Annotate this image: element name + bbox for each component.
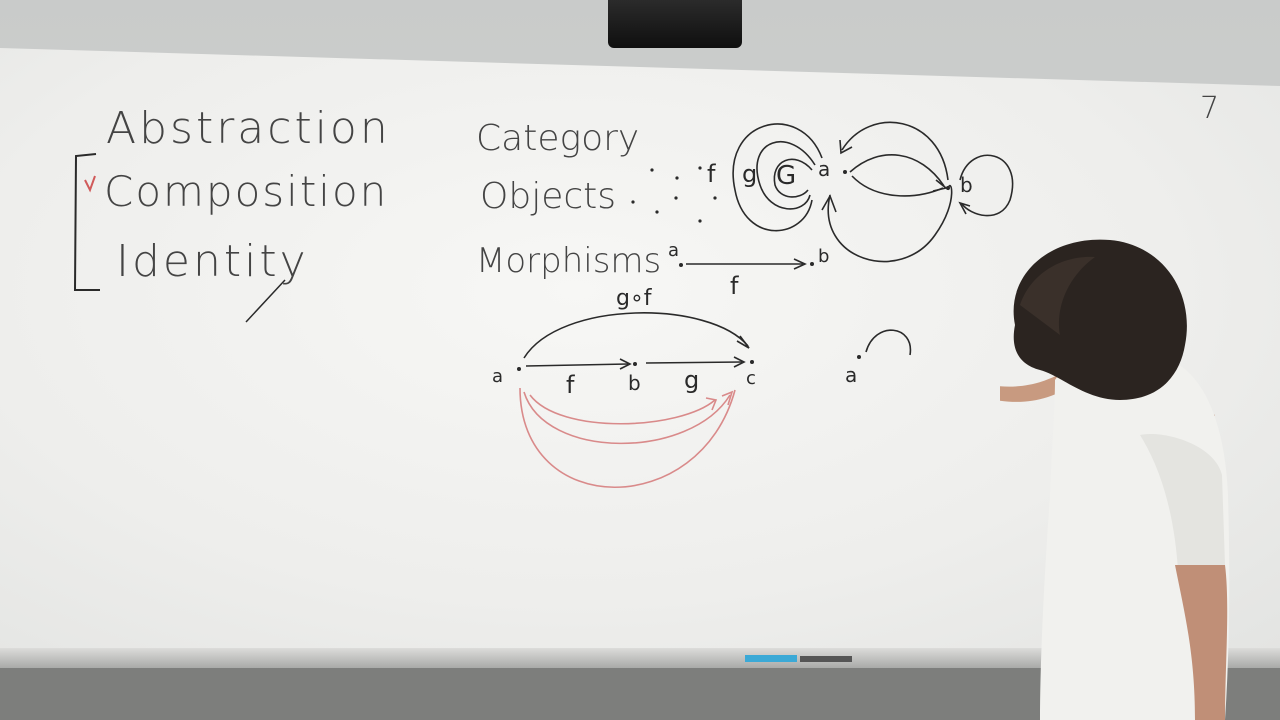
marker [800,656,852,662]
composition-label-f: f [566,371,575,399]
corner-mark: 7 [1200,91,1219,126]
category-label-b: b [960,173,973,197]
item-objects: Objects [480,176,616,217]
heading-abstraction: Abstraction [106,103,391,154]
item-morphisms: Morphisms [476,241,661,281]
item-category: Category [476,118,639,159]
presenter [1000,239,1230,720]
morphism-target-label: b [818,246,829,267]
category-label-g: g [742,160,757,188]
red-checkmark [84,175,96,193]
item-composition: Composition [104,167,388,216]
red-composition-arcs [519,387,736,489]
composition-diagram: g∘f a b c f g [492,286,756,489]
identity-sketch: a [845,329,912,387]
object-dots [631,166,717,223]
item-identity: Identity [116,236,309,287]
category-label-G: G [776,161,796,191]
pen-stroke [245,279,286,323]
identity-object-label: a [845,363,857,387]
category-label-f: f [707,160,716,188]
composition-object-c: c [746,368,756,389]
morphism-source-label: a [668,240,679,261]
category-label-a: a [818,157,830,181]
composite-label: g∘f [616,286,653,311]
projector [608,0,742,48]
composition-label-g: g [684,366,699,394]
bracket [73,153,100,291]
eraser [745,655,797,662]
morphism-example: a b f [668,240,829,300]
marker-tray [0,648,1280,668]
morphism-arrow-label: f [730,272,739,300]
category-diagram: f g G a b [707,121,1014,263]
composition-object-a: a [492,366,503,387]
composition-object-b: b [628,371,641,395]
